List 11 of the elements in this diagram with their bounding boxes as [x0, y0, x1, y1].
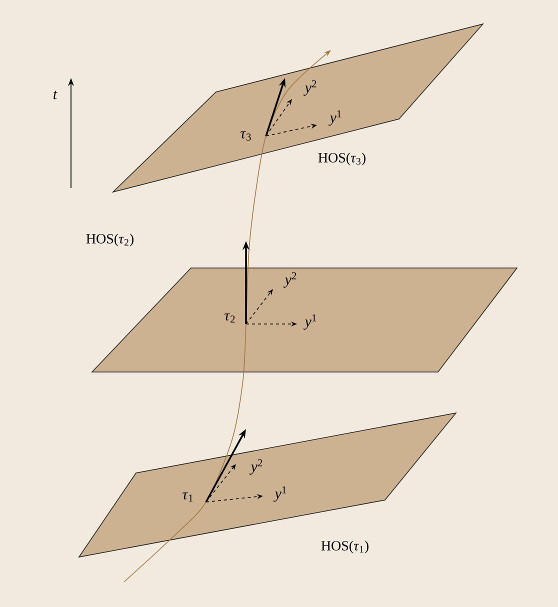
- axis-label: y$^{1}$: [274, 486, 286, 502]
- axis-label: y$^{2}$: [284, 272, 296, 288]
- point-label: τ$_{1}$: [182, 492, 193, 502]
- node-label: HOS(τ$_{2}$): [86, 234, 134, 246]
- axis-label: y$^{1}$: [304, 314, 316, 330]
- point-label: τ$_{3}$: [240, 131, 251, 141]
- point-label: τ$_{2}$: [224, 313, 235, 323]
- axis-label: t: [54, 90, 58, 100]
- axis-label: y$^{2}$: [304, 80, 316, 96]
- axis-label: y$^{2}$: [250, 459, 262, 475]
- axis-label: y$^{1}$: [328, 110, 342, 126]
